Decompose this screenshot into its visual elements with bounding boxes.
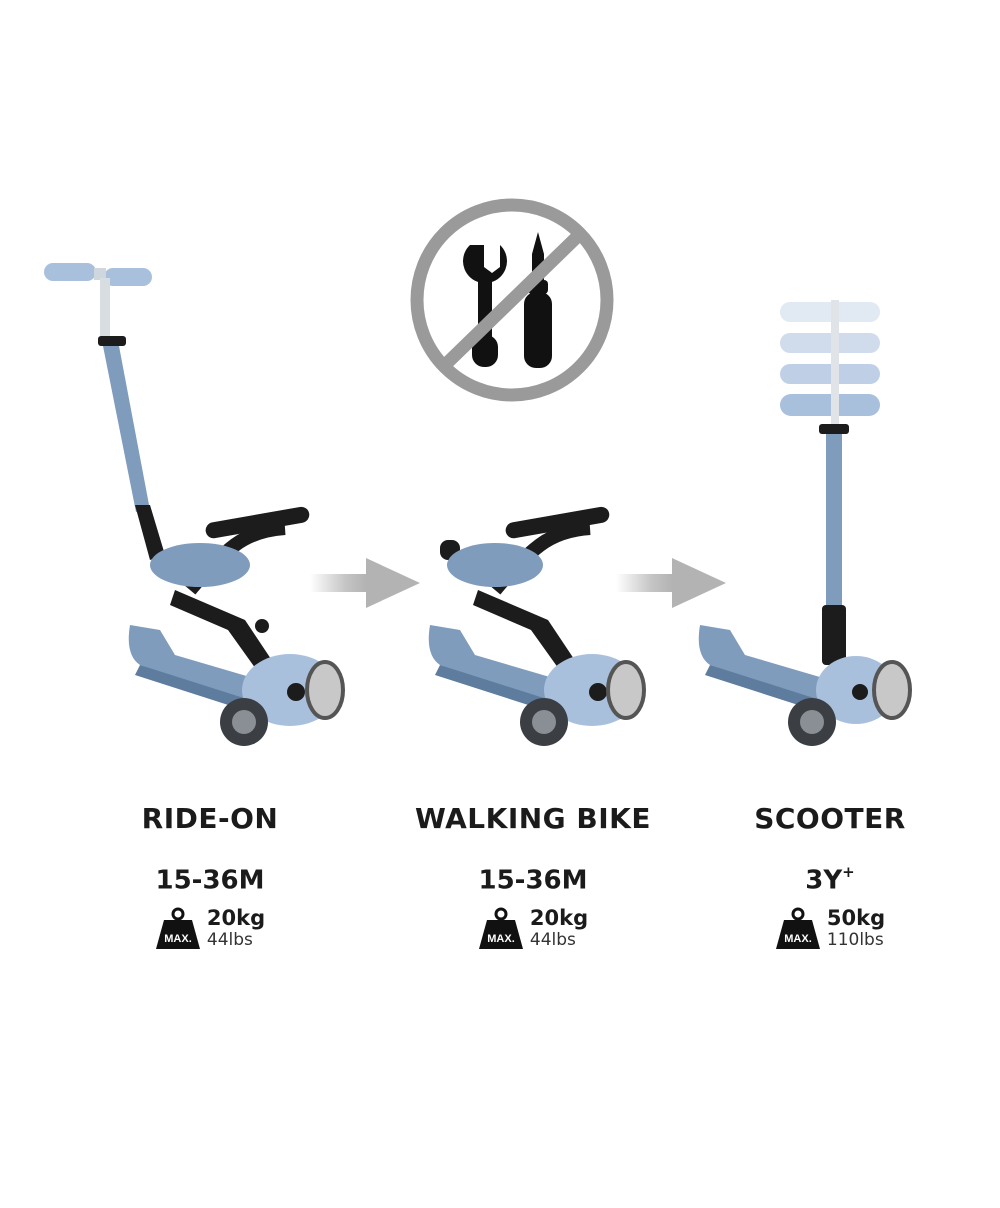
weight-kg: 20kg: [529, 905, 589, 930]
ride-on-scooter-image: [44, 263, 345, 746]
weight-kg: 20kg: [206, 905, 266, 930]
arrow-right-icon: [616, 558, 726, 608]
max-weight: MAX. 20kg 44lbs: [393, 907, 673, 951]
weight-max-icon: MAX.: [775, 907, 820, 949]
weight-max-icon: MAX.: [155, 907, 200, 949]
mode-scooter: SCOOTER 3Y+ MAX. 50kg 110lbs: [730, 802, 930, 951]
mode-age: 3Y+: [805, 863, 855, 896]
arrow-right-icon: [310, 558, 420, 608]
svg-text:MAX.: MAX.: [164, 933, 192, 945]
mode-title: RIDE-ON: [141, 802, 279, 835]
mode-title: WALKING BIKE: [414, 802, 651, 835]
svg-text:MAX.: MAX.: [784, 933, 812, 945]
weight-max-icon: MAX.: [478, 907, 523, 949]
walking-bike-scooter-image: [428, 506, 646, 746]
max-weight: MAX. 20kg 44lbs: [100, 907, 320, 951]
mode-age: 15-36M: [155, 865, 265, 896]
mode-age: 15-36M: [478, 865, 588, 896]
no-tools-icon: [410, 198, 614, 402]
svg-text:MAX.: MAX.: [487, 933, 515, 945]
mode-walking-bike: WALKING BIKE 15-36M MAX. 20kg 44lbs: [393, 802, 673, 951]
weight-lbs: 44lbs: [529, 929, 576, 950]
mode-ride-on: RIDE-ON 15-36M MAX. 20kg 44lbs: [100, 802, 320, 951]
max-weight: MAX. 50kg 110lbs: [730, 907, 930, 951]
scooter-image: [698, 300, 912, 746]
weight-lbs: 44lbs: [206, 929, 253, 950]
weight-kg: 50kg: [826, 905, 886, 930]
weight-lbs: 110lbs: [826, 929, 884, 950]
mode-title: SCOOTER: [754, 802, 906, 835]
